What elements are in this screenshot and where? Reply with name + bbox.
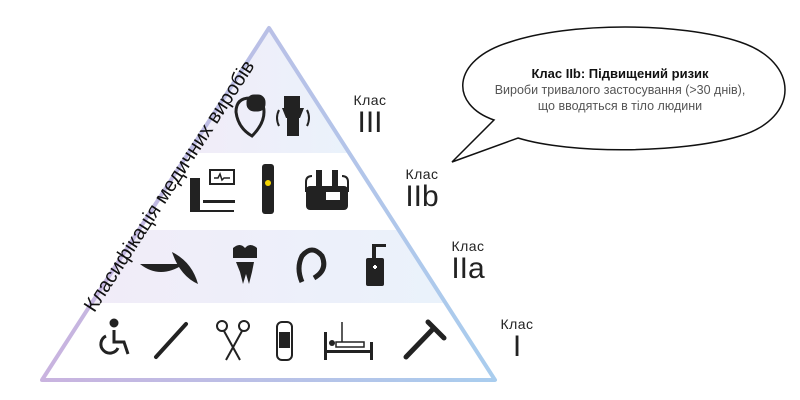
knee-implant-icon bbox=[276, 96, 310, 136]
class-iia-label: Клас IIa bbox=[443, 238, 493, 284]
bubble-line-1: Вироби тривалого застосування (>30 днів)… bbox=[494, 83, 746, 97]
hearing-aid-icon bbox=[296, 247, 327, 283]
dental-crown-icon bbox=[233, 245, 257, 284]
sanitizer-bottle-icon bbox=[366, 244, 386, 286]
scissors-icon bbox=[216, 320, 250, 361]
hospital-bed-icon bbox=[324, 322, 373, 360]
class-number: IIb bbox=[405, 180, 439, 213]
thermometer-icon bbox=[154, 322, 188, 359]
heart-pacemaker-icon bbox=[234, 94, 266, 138]
dividers bbox=[92, 151, 446, 305]
class-iib-label: Клас IIb bbox=[397, 166, 447, 212]
band-class-iia bbox=[92, 230, 446, 303]
bubble-line-2: що вводяться в тіло людини bbox=[537, 99, 703, 113]
speech-bubble bbox=[451, 26, 786, 163]
class-number: I bbox=[512, 330, 522, 363]
class-iii-label: Клас III bbox=[345, 92, 395, 138]
band-class-i bbox=[42, 303, 495, 380]
class-number: IIa bbox=[451, 252, 485, 285]
bubble-text: Клас IIb: Підвищений ризик Вироби тривал… bbox=[470, 66, 770, 114]
wheelchair-icon bbox=[99, 318, 130, 355]
implant-device-icon bbox=[262, 164, 274, 214]
contact-lens-icon bbox=[140, 252, 198, 284]
bubble-heading: Клас IIb: Підвищений ризик bbox=[531, 66, 709, 81]
class-word: Клас bbox=[405, 166, 439, 182]
infusion-pump-icon bbox=[305, 170, 349, 210]
bandage-icon bbox=[276, 321, 293, 361]
xray-machine-icon bbox=[190, 169, 235, 212]
class-i-label: Клас I bbox=[492, 316, 542, 362]
class-word: Клас bbox=[500, 316, 534, 332]
class-number: III bbox=[357, 106, 383, 139]
crutch-icon bbox=[403, 319, 447, 360]
class-word: Клас bbox=[451, 238, 485, 254]
class-word: Клас bbox=[353, 92, 387, 108]
pyramid-outline bbox=[40, 26, 497, 382]
